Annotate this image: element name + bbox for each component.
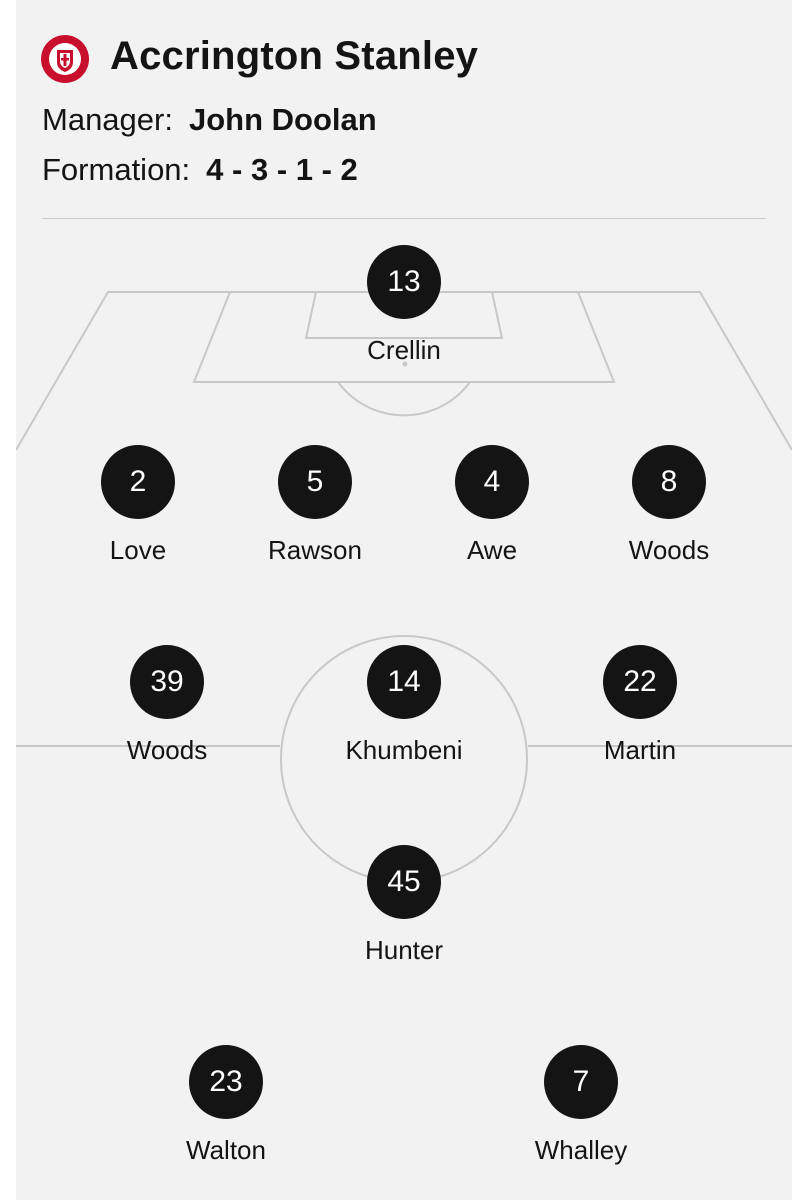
- player-marker[interactable]: 7 Whalley: [491, 1045, 671, 1165]
- player-marker[interactable]: 14 Khumbeni: [314, 645, 494, 765]
- shirt-number-badge: 14: [367, 645, 441, 719]
- formation-value: 4 - 3 - 1 - 2: [206, 152, 358, 187]
- player-marker[interactable]: 2 Love: [48, 445, 228, 565]
- player-marker[interactable]: 5 Rawson: [225, 445, 405, 565]
- shirt-number-badge: 45: [367, 845, 441, 919]
- player-name: Crellin: [367, 335, 441, 365]
- shirt-number-badge: 22: [603, 645, 677, 719]
- player-name: Woods: [628, 535, 710, 565]
- player-marker[interactable]: 4 Awe: [402, 445, 582, 565]
- formation-row: Formation: 4 - 3 - 1 - 2: [42, 150, 358, 190]
- player-name: Love: [109, 535, 167, 565]
- shirt-number-badge: 5: [278, 445, 352, 519]
- formation-label: Formation:: [42, 152, 191, 187]
- shirt-number-badge: 13: [367, 245, 441, 319]
- shirt-number-badge: 39: [130, 645, 204, 719]
- shirt-number-badge: 23: [189, 1045, 263, 1119]
- player-name: Awe: [466, 535, 518, 565]
- header-divider: [42, 218, 766, 219]
- player-name: Khumbeni: [345, 735, 463, 765]
- player-name: Woods: [126, 735, 208, 765]
- shirt-number-badge: 7: [544, 1045, 618, 1119]
- manager-row: Manager: John Doolan: [42, 100, 377, 140]
- shirt-number-badge: 2: [101, 445, 175, 519]
- player-marker[interactable]: 8 Woods: [579, 445, 759, 565]
- player-marker[interactable]: 23 Walton: [136, 1045, 316, 1165]
- player-name: Rawson: [268, 535, 362, 565]
- manager-name: John Doolan: [188, 102, 377, 137]
- player-name: Walton: [186, 1135, 266, 1165]
- manager-label: Manager:: [42, 102, 173, 137]
- player-marker[interactable]: 22 Martin: [550, 645, 730, 765]
- shirt-number-badge: 4: [455, 445, 529, 519]
- player-marker[interactable]: 13 Crellin: [314, 245, 494, 365]
- club-crest-icon: [41, 35, 89, 83]
- player-name: Whalley: [534, 1135, 628, 1165]
- shirt-number-badge: 8: [632, 445, 706, 519]
- player-marker[interactable]: 39 Woods: [77, 645, 257, 765]
- lineup-card: Accrington Stanley Manager: John Doolan F…: [16, 0, 792, 1200]
- team-name: Accrington Stanley: [110, 34, 479, 78]
- player-name: Hunter: [364, 935, 444, 965]
- player-name: Martin: [603, 735, 677, 765]
- player-marker[interactable]: 45 Hunter: [314, 845, 494, 965]
- team-header: Accrington Stanley Manager: John Doolan F…: [16, 0, 792, 220]
